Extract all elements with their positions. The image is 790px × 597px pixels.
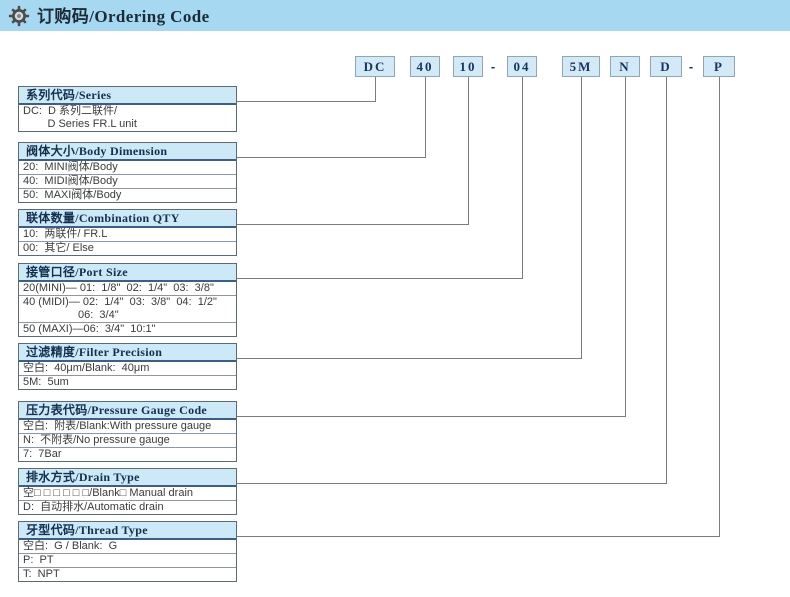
title-band: 订购码/Ordering Code [0, 0, 790, 31]
connector-line [719, 77, 720, 537]
connector-line [237, 278, 522, 279]
connector-line [237, 157, 425, 158]
table-row: 空白: 40μm/Blank: 40μm [23, 362, 150, 374]
code-box-dc: DC [355, 56, 395, 77]
section-pressure-gauge-code: 压力表代码/Pressure Gauge Code 空白: 附表/Blank:W… [18, 401, 237, 462]
code-box-p: P [703, 56, 735, 77]
gear-icon [8, 5, 30, 27]
table-row: 50 (MAXI)—06: 3/4" 10:1" [19, 322, 236, 336]
connector-line [237, 536, 719, 537]
section-combination-qty: 联体数量/Combination QTY 10: 两联件/ FR.L 00: 其… [18, 209, 237, 256]
code-box-04: 04 [507, 56, 537, 77]
section-body-dimension: 阀体大小/Body Dimension 20: MINI阀体/Body 40: … [18, 142, 237, 203]
section-thread-type: 牙型代码/Thread Type 空白: G / Blank: G P: PT … [18, 521, 237, 582]
table-row: D: 自动排水/Automatic drain [19, 500, 236, 514]
connector-line [237, 224, 468, 225]
table-row: 20: MINI阀体/Body [23, 161, 118, 173]
code-box-10: 10 [453, 56, 483, 77]
table-row: 空白: G / Blank: G [23, 540, 118, 552]
connector-line [425, 77, 426, 158]
table-row: 7: 7Bar [19, 447, 236, 461]
table-row: 5M: 5um [19, 375, 236, 389]
connector-line [237, 358, 581, 359]
connector-line [375, 77, 376, 102]
table-row: 空□ □ □ □ □ □/Blank□ Manual drain [23, 487, 194, 499]
connector-line [625, 77, 626, 417]
code-separator-dash: - [490, 59, 496, 74]
table-row: 20(MINI)— 01: 1/8" 02: 1/4" 03: 3/8" [23, 282, 214, 294]
table-row: P: PT [19, 553, 236, 567]
connector-line [468, 77, 469, 225]
section-title: 压力表代码/Pressure Gauge Code [19, 402, 236, 420]
code-box-40: 40 [410, 56, 440, 77]
table-row: 00: 其它/ Else [19, 241, 236, 255]
table-row: T: NPT [19, 567, 236, 581]
section-title: 联体数量/Combination QTY [19, 210, 236, 228]
table-row: 40 (MIDI)— 02: 1/4" 03: 3/8" 04: 1/2" 06… [19, 295, 236, 322]
table-row: N: 不附表/No pressure gauge [19, 433, 236, 447]
connector-line [237, 416, 625, 417]
section-drain-type: 排水方式/Drain Type 空□ □ □ □ □ □/Blank□ Manu… [18, 468, 237, 515]
connector-line [522, 77, 523, 279]
table-row: 40: MIDI阀体/Body [19, 174, 236, 188]
table-row: 50: MAXI阀体/Body [19, 188, 236, 202]
section-filter-precision: 过滤精度/Filter Precision 空白: 40μm/Blank: 40… [18, 343, 237, 390]
connector-line [666, 77, 667, 484]
section-title: 系列代码/Series [19, 87, 236, 105]
connector-line [237, 101, 375, 102]
section-port-size: 接管口径/Port Size 20(MINI)— 01: 1/8" 02: 1/… [18, 263, 237, 337]
section-title: 阀体大小/Body Dimension [19, 143, 236, 161]
code-box-n: N [610, 56, 640, 77]
code-separator-dash: - [688, 59, 694, 74]
code-box-d: D [650, 56, 682, 77]
section-title: 接管口径/Port Size [19, 264, 236, 282]
section-title: 牙型代码/Thread Type [19, 522, 236, 540]
connector-line [237, 483, 666, 484]
section-series: 系列代码/Series DC: D 系列二联件/ D Series FR.L u… [18, 86, 237, 132]
connector-line [581, 77, 582, 359]
section-title: 过滤精度/Filter Precision [19, 344, 236, 362]
table-row: 空白: 附表/Blank:With pressure gauge [23, 420, 212, 432]
section-title: 排水方式/Drain Type [19, 469, 236, 487]
table-row: 10: 两联件/ FR.L [23, 228, 108, 240]
page-title: 订购码/Ordering Code [37, 7, 210, 26]
table-row: DC: D 系列二联件/ D Series FR.L unit [23, 105, 137, 130]
code-box-5m: 5M [562, 56, 600, 77]
